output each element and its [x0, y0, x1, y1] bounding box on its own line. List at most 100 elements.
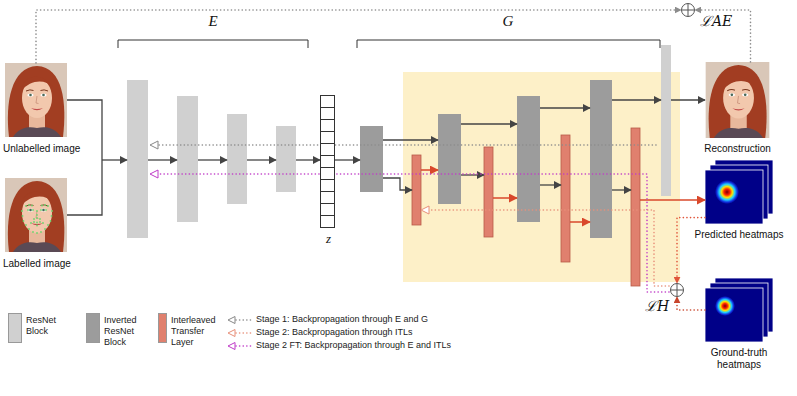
- landmark-dots: [21, 204, 53, 234]
- heatmap-node: Ground-truth heatmaps: [705, 278, 773, 342]
- landmark-dots: [51, 210, 53, 212]
- node-caption: Unlabelled image: [3, 143, 80, 155]
- forward-arrow: [540, 184, 561, 185]
- landmark-dots: [25, 205, 27, 207]
- latent-vector: z: [320, 95, 335, 228]
- node-caption: Labelled image: [3, 258, 71, 270]
- transfer-layer: [412, 128, 640, 286]
- landmark-dots: [28, 228, 30, 230]
- landmark-dots: [22, 215, 24, 217]
- heatmap-stack: [715, 180, 739, 204]
- photo: [706, 62, 770, 138]
- bracket: [118, 40, 308, 48]
- legend-swatch: [8, 313, 22, 343]
- legend-text: Stage 1: Backpropagation through E and G: [256, 314, 428, 325]
- part-label: G: [503, 13, 514, 30]
- landmark-dots: [39, 221, 41, 223]
- bracket: [118, 40, 660, 48]
- landmark-dots: [40, 231, 42, 233]
- legend-line-sample: [236, 320, 252, 346]
- resnet-block: [177, 96, 198, 222]
- backprop-line: [158, 144, 656, 146]
- resnet-block: [276, 126, 296, 192]
- inverted-resnet-block: [590, 80, 612, 238]
- legend-text: Stage 2 FT: Backpropagation through E an…: [256, 340, 451, 351]
- legend-swatch: [158, 313, 167, 343]
- loss-connector: [695, 10, 751, 62]
- landmark-dots: [27, 209, 29, 211]
- landmark-dots: [32, 209, 34, 211]
- node-caption: Reconstruction: [704, 143, 771, 155]
- forward-arrow: [102, 159, 127, 160]
- loss-sum: ℒH: [670, 283, 684, 297]
- forward-arrow: [335, 159, 360, 160]
- landmark-dots: [47, 224, 49, 226]
- forward-arrow: [67, 100, 705, 215]
- heatmap-node: Predicted heatmaps: [705, 160, 773, 224]
- heatmap-stack: [715, 296, 735, 316]
- bracket: [357, 40, 660, 48]
- heatmap-stack: [705, 170, 763, 224]
- landmark-dots: [51, 215, 53, 217]
- forward-arrow: [383, 178, 412, 190]
- transfer-layer: [484, 147, 493, 237]
- landmark-dots: [36, 210, 38, 212]
- landmark-dots: [31, 205, 33, 207]
- forward-arrow: [671, 99, 705, 100]
- landmark-dots: [44, 228, 46, 230]
- legend-text: ResNet Block: [26, 315, 74, 337]
- resnet-block: [661, 45, 671, 196]
- landmark-dots: [36, 225, 38, 227]
- forward-arrow: [148, 159, 177, 160]
- landmark-dots: [44, 204, 46, 206]
- image-node: Labelled image: [5, 178, 67, 252]
- inverted-resnet-block: [360, 126, 383, 192]
- photo: [5, 62, 769, 252]
- transfer-arrow: [640, 199, 705, 201]
- legend-line-sample: [236, 332, 252, 334]
- resnet-block: [227, 114, 247, 204]
- image-node: Reconstruction: [705, 62, 770, 138]
- forward-arrow: [612, 189, 631, 190]
- legend-text: Inverted ResNet Block: [104, 315, 152, 348]
- landmark-dots: [47, 205, 49, 207]
- legend-head-sample: [228, 317, 235, 324]
- backprop-line: [429, 210, 669, 286]
- plus-symbol: [682, 4, 694, 16]
- forward-arrow: [67, 160, 102, 215]
- landmark-dots: [36, 217, 38, 219]
- forward-arrow: [198, 159, 227, 160]
- backprop-head: [150, 170, 158, 178]
- loss-connector: [36, 10, 681, 63]
- legend-swatch: [86, 313, 100, 343]
- part-label: E: [208, 13, 217, 30]
- backprop-line: [158, 145, 669, 292]
- loss-connector: [677, 297, 705, 310]
- image-node: Unlabelled image: [5, 63, 67, 137]
- legend-text: Interleaved Transfer Layer: [171, 315, 225, 348]
- backprop-head: [150, 141, 158, 149]
- node-caption: ℒH: [645, 298, 669, 314]
- landmark-dots: [23, 220, 25, 222]
- legend-head-sample: [228, 343, 235, 350]
- forward-arrow: [612, 99, 661, 100]
- plus-symbol: [682, 4, 694, 16]
- landmark-dots: [33, 221, 35, 223]
- legend-line-sample: [236, 345, 252, 347]
- transfer-arrow: [421, 169, 438, 171]
- inverted-resnet-block: [438, 114, 461, 204]
- inverted-resnet-block: [517, 96, 540, 222]
- node-caption: z: [326, 231, 331, 246]
- photo: [5, 178, 67, 252]
- transfer-arrow: [421, 170, 705, 222]
- plus-symbol: [671, 284, 683, 296]
- forward-arrow: [296, 159, 320, 160]
- landmark-dots: [41, 205, 43, 207]
- transfer-layer: [561, 135, 570, 262]
- node-caption: Predicted heatmaps: [695, 229, 784, 241]
- landmark-dots: [33, 218, 35, 220]
- landmark-dots: [36, 214, 38, 216]
- transfer-layer: [412, 155, 421, 225]
- inverted-resnet-block: [360, 80, 612, 238]
- landmark-dots: [50, 220, 52, 222]
